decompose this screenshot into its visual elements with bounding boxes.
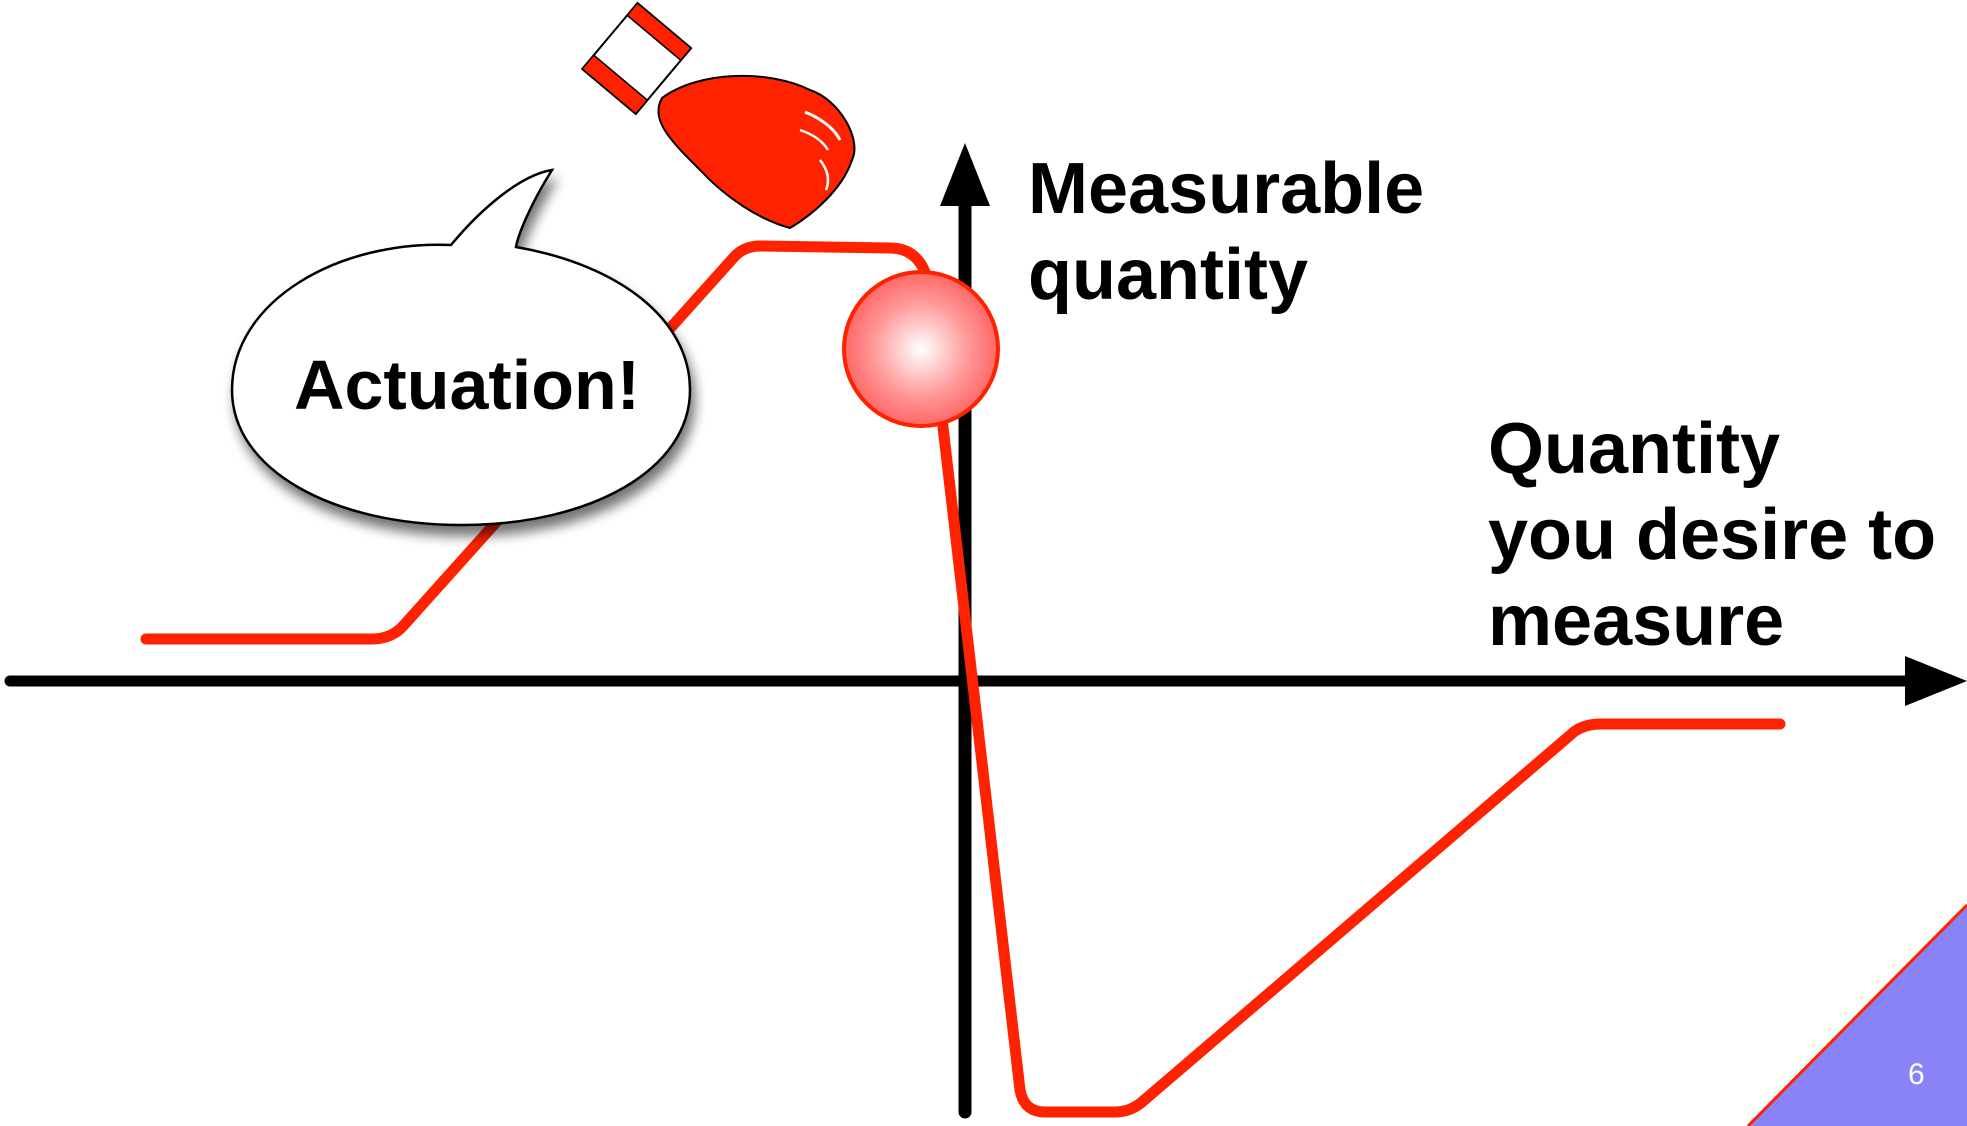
- response-curve: [140, 240, 1786, 1118]
- speech-bubble: [230, 168, 692, 527]
- x-axis-label: Quantity you desire to measure: [1488, 406, 1936, 664]
- corner-triangle-edge: [1746, 903, 1967, 1126]
- y-axis-label: Measurable quantity: [1028, 146, 1424, 318]
- ball-icon: [842, 270, 1000, 428]
- x-axis-label-line-1: Quantity: [1488, 409, 1781, 489]
- x-axis-label-line-3: measure: [1488, 581, 1785, 661]
- x-axis-arrow: [1905, 656, 1967, 706]
- speech-bubble-text: Actuation!: [293, 346, 641, 424]
- y-axis-arrow: [940, 143, 990, 206]
- page-number: 6: [1908, 1058, 1925, 1091]
- y-axis-label-line-1: Measurable: [1028, 149, 1425, 229]
- y-axis-label-line-2: quantity: [1028, 235, 1308, 315]
- x-axis-label-line-2: you desire to: [1488, 495, 1937, 575]
- boxing-glove-icon: [580, 1, 856, 230]
